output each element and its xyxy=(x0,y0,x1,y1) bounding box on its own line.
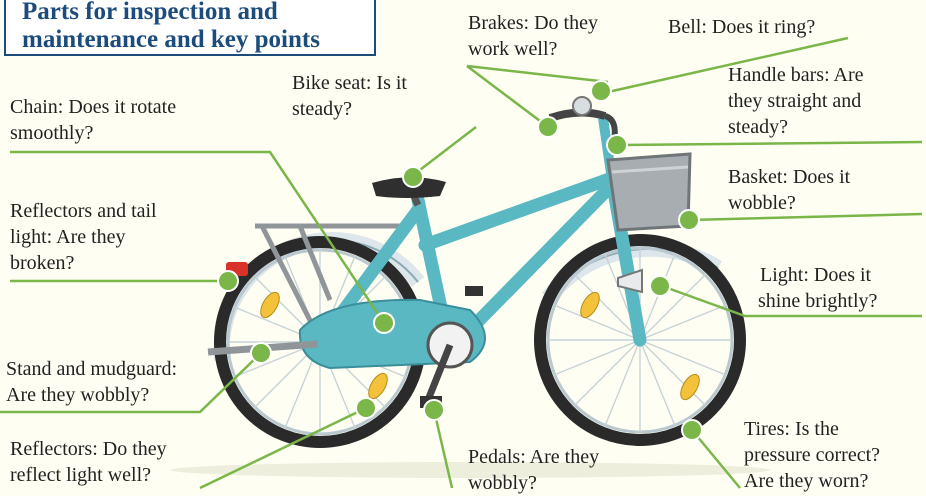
label-bike-seat-line1: Bike seat: Is it xyxy=(292,72,407,94)
label-brakes: Brakes: Do they work well? xyxy=(468,10,598,62)
leader-dots xyxy=(217,80,703,441)
label-reflectors-tail-line3: broken? xyxy=(10,252,75,274)
label-pedals: Pedals: Are they wobbly? xyxy=(468,444,599,496)
label-tires-line2: pressure correct? xyxy=(744,444,881,466)
label-light-line1: Light: Does it xyxy=(760,264,872,286)
title-line-1: Parts for inspection and xyxy=(22,0,278,25)
label-bell: Bell: Does it ring? xyxy=(668,14,815,40)
label-tires: Tires: Is the pressure correct? Are they… xyxy=(744,416,880,494)
label-basket-line1: Basket: Does it xyxy=(728,166,851,188)
label-reflectors-line2: reflect light well? xyxy=(10,464,152,486)
leader-lines xyxy=(0,36,923,490)
label-chain-line1: Chain: Does it rotate xyxy=(10,96,177,118)
label-reflectors-tail-light: Reflectors and tail light: Are they brok… xyxy=(10,198,157,276)
label-tires-line1: Tires: Is the xyxy=(744,418,839,440)
basket xyxy=(606,152,692,232)
label-chain-line2: smoothly? xyxy=(10,122,94,144)
label-tires-line3: Are they worn? xyxy=(744,470,869,492)
bell xyxy=(572,96,592,116)
label-reflectors-tail-line2: light: Are they xyxy=(10,226,126,248)
label-stand-mudguard-line2: Are they wobbly? xyxy=(6,384,150,406)
label-handle-bars-line1: Handle bars: Are xyxy=(728,64,864,86)
title-box: Parts for inspection and maintenance and… xyxy=(4,0,376,56)
label-bell-line1: Bell: Does it ring? xyxy=(668,16,816,38)
label-light-line2: shine brightly? xyxy=(758,290,878,312)
headlight xyxy=(617,268,643,294)
title-line-2: maintenance and key points xyxy=(22,26,320,53)
label-reflectors-line1: Reflectors: Do they xyxy=(10,438,167,460)
label-handle-bars-line2: they straight and xyxy=(728,90,862,112)
label-chain: Chain: Does it rotate smoothly? xyxy=(10,94,176,146)
label-reflectors: Reflectors: Do they reflect light well? xyxy=(10,436,167,488)
label-handle-bars-line3: steady? xyxy=(728,116,788,138)
bike-seat xyxy=(372,177,446,198)
label-bike-seat-line2: steady? xyxy=(292,98,352,120)
label-pedals-line1: Pedals: Are they xyxy=(468,446,600,468)
label-brakes-line2: work well? xyxy=(468,38,558,60)
label-stand-mudguard-line1: Stand and mudguard: xyxy=(6,358,178,380)
label-pedals-line2: wobbly? xyxy=(468,472,537,494)
label-basket-line2: wobble? xyxy=(728,192,796,214)
label-basket: Basket: Does it wobble? xyxy=(728,164,850,216)
label-handle-bars: Handle bars: Are they straight and stead… xyxy=(728,62,864,140)
label-brakes-line1: Brakes: Do they xyxy=(468,12,598,34)
label-reflectors-tail-line1: Reflectors and tail xyxy=(10,200,157,222)
label-light: Light: Does it shine brightly? xyxy=(758,262,878,314)
label-stand-mudguard: Stand and mudguard: Are they wobbly? xyxy=(6,356,177,408)
label-bike-seat: Bike seat: Is it steady? xyxy=(292,70,407,122)
